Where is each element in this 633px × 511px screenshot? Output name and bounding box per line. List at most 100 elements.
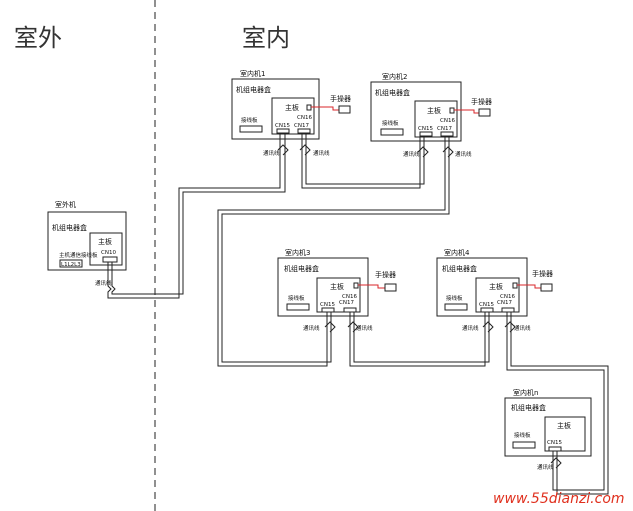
indoor-unit-n: 室内机n 机组电器盒 主板 接线板 CN15 通讯线 <box>504 388 592 471</box>
indoor-unit-1-terminal-label: 接线板 <box>241 116 258 124</box>
indoor-unit-2-terminal-label: 接线板 <box>382 119 399 127</box>
indoor-unit-4-port-c: CN17 <box>497 300 512 306</box>
indoor-unit-1-wire-a: 通讯线 <box>263 149 280 157</box>
bus-outdoor-to-unit1-b <box>111 133 286 295</box>
indoor-unit-3: 室内机3 机组电器盒 主板 接线板 CN15 CN16 CN17 手操器 通讯线… <box>277 248 397 332</box>
indoor-unit-3-box <box>277 257 369 317</box>
indoor-unit-2-terminal <box>380 128 404 136</box>
indoor-unit-3-terminal <box>286 303 310 311</box>
indoor-unit-1-ebox: 机组电器盒 <box>236 85 271 94</box>
indoor-unit-3-wire-a: 通讯线 <box>303 324 320 332</box>
indoor-unit-n-port-a: CN15 <box>547 440 562 446</box>
indoor-unit-4-terminal-label: 接线板 <box>446 294 463 302</box>
indoor-unit-1-title: 室内机1 <box>240 69 265 78</box>
indoor-unit-3-board-label: 主板 <box>330 282 344 291</box>
indoor-unit-4-cn16 <box>512 282 518 289</box>
indoor-unit-4-wire-b: 通讯线 <box>514 324 531 332</box>
indoor-unit-2-board <box>414 100 458 138</box>
indoor-unit-2-cn17 <box>440 131 454 137</box>
bus-unit1-to-unit2-b <box>305 133 425 185</box>
indoor-unit-4-wire-a: 通讯线 <box>462 324 479 332</box>
bus-unit3-to-unit4-b <box>353 312 490 363</box>
indoor-unit-3-ebox: 机组电器盒 <box>284 264 319 273</box>
indoor-unit-1-port-b: CN16 <box>297 115 312 121</box>
indoor-unit-4-box <box>436 257 528 317</box>
indoor-unit-3-cn17 <box>343 307 357 313</box>
outdoor-ebox-label: 机组电器盒 <box>52 223 87 232</box>
indoor-unit-2-port-a: CN15 <box>418 126 433 132</box>
bus-unit3-to-unit4-a <box>349 312 486 367</box>
indoor-unit-3-board <box>316 277 361 313</box>
outdoor-unit-box <box>47 211 127 271</box>
indoor-unit-n-title: 室内机n <box>513 388 538 397</box>
bus-outdoor-to-unit1-a <box>107 133 281 299</box>
indoor-unit-4-port-b: CN16 <box>500 294 515 300</box>
indoor-unit-4-cn17 <box>501 307 515 313</box>
indoor-unit-n-board-label: 主板 <box>557 421 571 430</box>
outdoor-terminal-label: 主机通信接线板 <box>59 251 98 259</box>
outdoor-main-board-label: 主板 <box>98 237 112 246</box>
indoor-unit-1-cn16 <box>306 104 312 111</box>
zone-label-indoor: 室内 <box>242 24 290 52</box>
wire-twist-marks <box>277 144 562 469</box>
indoor-unit-4-ebox: 机组电器盒 <box>442 264 477 273</box>
indoor-unit-1-terminal <box>239 125 263 133</box>
indoor-unit-2-wire-b: 通讯线 <box>455 150 472 158</box>
outdoor-terminal-block <box>59 259 83 268</box>
bus-unit2-to-unit3-a <box>217 136 446 367</box>
indoor-unit-3-port-c: CN17 <box>339 300 354 306</box>
outdoor-terminal-pins: L1L2L3 <box>61 262 81 268</box>
indoor-unit-4-terminal <box>444 303 468 311</box>
indoor-unit-1: 室内机1 机组电器盒 主板 接线板 CN15 CN16 CN17 手操器 通讯线… <box>231 69 351 157</box>
bus-unit1-to-unit2-a <box>301 133 421 189</box>
indoor-unit-4: 室内机4 机组电器盒 主板 接线板 CN15 CN16 CN17 手操器 通讯线… <box>436 248 553 332</box>
indoor-unit-3-controller <box>384 283 397 292</box>
indoor-unit-3-cn16 <box>353 282 359 289</box>
indoor-unit-n-wire-a: 通讯线 <box>537 463 554 471</box>
indoor-unit-1-controller-label: 手操器 <box>330 94 351 103</box>
indoor-unit-n-terminal-label: 接线板 <box>514 431 531 439</box>
bus-unit4-to-unitn-b <box>510 312 609 495</box>
indoor-unit-1-board <box>271 97 315 135</box>
indoor-unit-2-cn16 <box>449 107 455 114</box>
indoor-unit-4-cn15 <box>480 307 494 313</box>
outdoor-port-label: CN10 <box>101 250 116 256</box>
outdoor-wire-label: 通讯线 <box>95 279 112 287</box>
indoor-unit-2-controller-label: 手操器 <box>471 97 492 106</box>
outdoor-port <box>102 256 118 263</box>
indoor-unit-1-port-a: CN15 <box>275 123 290 129</box>
indoor-unit-1-controller <box>338 105 351 114</box>
indoor-unit-3-cn15 <box>321 307 335 313</box>
indoor-unit-n-ebox: 机组电器盒 <box>511 403 546 412</box>
indoor-unit-2-controller <box>478 108 491 117</box>
indoor-unit-4-controller-wire <box>517 284 541 289</box>
indoor-unit-4-port-a: CN15 <box>479 302 494 308</box>
indoor-unit-2-box <box>370 81 462 142</box>
indoor-unit-2: 室内机2 机组电器盒 主板 接线板 CN15 CN16 CN17 手操器 通讯线… <box>370 72 492 158</box>
indoor-unit-3-title: 室内机3 <box>285 248 310 257</box>
indoor-unit-2-controller-wire <box>454 109 479 114</box>
indoor-unit-3-wire-b: 通讯线 <box>356 324 373 332</box>
indoor-unit-n-terminal <box>512 441 536 449</box>
indoor-unit-1-board-label: 主板 <box>285 103 299 112</box>
indoor-unit-4-board-label: 主板 <box>489 282 503 291</box>
indoor-unit-2-cn15 <box>419 131 433 137</box>
zone-label-outdoor: 室外 <box>14 24 62 52</box>
indoor-unit-n-board <box>544 416 586 452</box>
indoor-unit-2-ebox: 机组电器盒 <box>375 88 410 97</box>
indoor-unit-2-board-label: 主板 <box>427 106 441 115</box>
indoor-unit-1-cn17 <box>297 128 311 134</box>
indoor-unit-1-box <box>231 78 320 140</box>
indoor-unit-3-controller-label: 手操器 <box>375 270 396 279</box>
indoor-unit-1-controller-wire <box>311 106 339 111</box>
indoor-unit-3-controller-wire <box>358 284 385 289</box>
indoor-unit-3-port-b: CN16 <box>342 294 357 300</box>
indoor-unit-1-port-c: CN17 <box>294 123 309 129</box>
indoor-unit-2-port-b: CN16 <box>440 118 455 124</box>
indoor-unit-3-terminal-label: 接线板 <box>288 294 305 302</box>
indoor-unit-4-board <box>475 277 520 313</box>
bus-unit4-to-unitn-a <box>506 312 605 491</box>
indoor-unit-2-port-c: CN17 <box>437 126 452 132</box>
outdoor-unit: 室外机 机组电器盒 主板 CN10 主机通信接线板 L1L2L3 通讯线 <box>47 200 127 287</box>
